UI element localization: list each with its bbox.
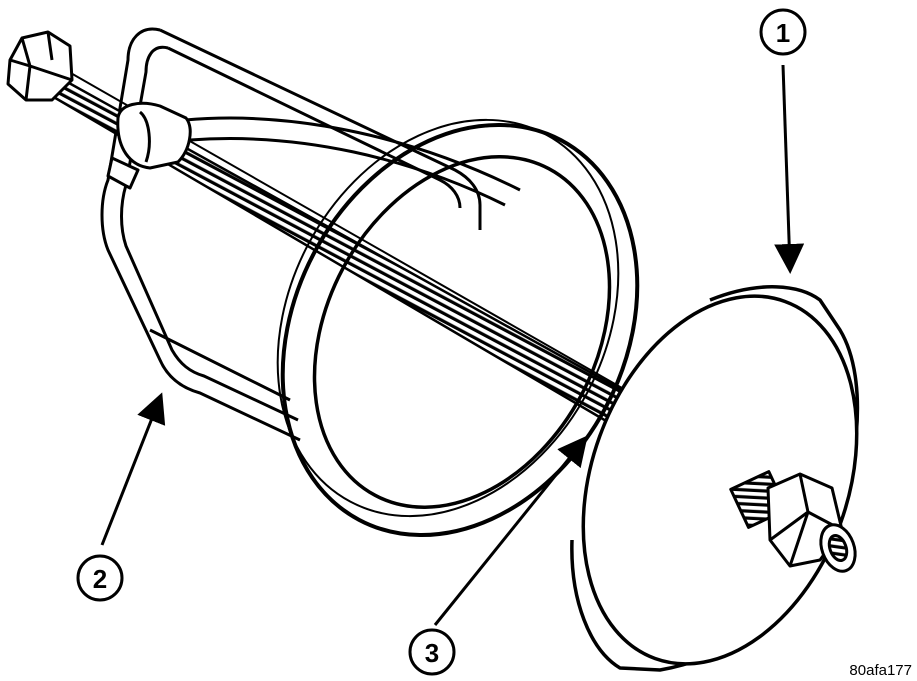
cage-frame — [100, 27, 521, 442]
callout-badge-2: 2 — [76, 554, 124, 602]
callout-badge-3: 3 — [408, 628, 456, 676]
cage-frame-upper-band — [184, 116, 521, 207]
guide-ring-inner — [312, 155, 612, 509]
rod-clamp-collar — [106, 101, 192, 190]
disc-stud-and-nut — [729, 470, 857, 573]
callout-arrows — [100, 64, 805, 626]
callout-arrow-3 — [433, 435, 588, 626]
guide-ring-face — [276, 118, 620, 518]
callout-arrow-2 — [100, 392, 166, 546]
figure-reference-code: 80afa177 — [849, 662, 912, 679]
callout-number-3: 3 — [425, 638, 439, 668]
callout-badge-1: 1 — [759, 8, 807, 56]
cage-frame-outer — [100, 27, 482, 442]
cage-frame-inner — [120, 45, 462, 422]
cage-frame-lower-bar — [149, 328, 291, 402]
rod-end-hex-nut — [6, 30, 74, 102]
guide-ring — [276, 118, 640, 538]
forcing-disc — [570, 285, 860, 672]
callout-arrow-1 — [774, 64, 805, 274]
guide-ring-outer — [280, 122, 640, 538]
callout-number-2: 2 — [93, 564, 107, 594]
callout-number-1: 1 — [776, 18, 790, 48]
